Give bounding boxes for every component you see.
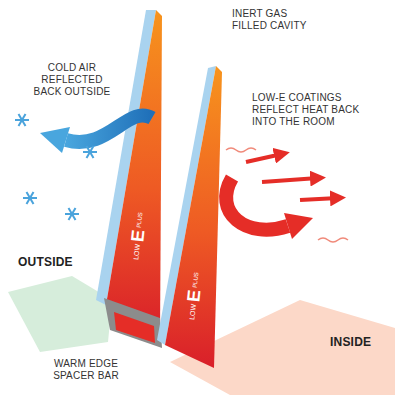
outside-ground	[8, 276, 112, 352]
spacer-bar	[104, 298, 162, 348]
feature-label: COLD AIR REFLECTED BACK OUTSIDE	[28, 62, 116, 98]
outer-pane	[106, 10, 162, 335]
logo-text: E	[184, 289, 203, 303]
snowflake-stroke	[27, 192, 34, 204]
heat-ray	[246, 154, 282, 162]
snowflake-stroke	[87, 146, 94, 158]
snowflake-stroke	[69, 208, 76, 220]
heat-ray	[262, 178, 318, 182]
cold-air-arrowhead	[40, 127, 70, 153]
snowflake-stroke	[19, 114, 26, 126]
side-label: INSIDE	[330, 336, 371, 348]
cold-air-arrow	[66, 115, 152, 142]
logo-text: LOW	[132, 243, 141, 260]
snowflake-stroke	[69, 208, 76, 220]
heat-arrowhead	[284, 213, 313, 239]
feature-label: WARM EDGE SPACER BAR	[46, 358, 126, 382]
heat-wave	[226, 148, 256, 152]
side-label: OUTSIDE	[18, 256, 73, 268]
inner-pane	[165, 66, 222, 368]
spacer-warm-edge	[114, 312, 155, 343]
snowflake-stroke	[87, 146, 94, 158]
heat-wave	[318, 238, 348, 242]
logo-text: LOW	[188, 303, 197, 320]
snowflake-stroke	[19, 114, 26, 126]
snowflake-stroke	[27, 192, 34, 204]
heat-ray	[300, 198, 338, 200]
snowflakes	[15, 114, 97, 220]
logo-text: PLUS	[192, 272, 200, 288]
feature-label: INERT GAS FILLED CAVITY	[232, 8, 314, 32]
heat-arrow	[226, 178, 288, 230]
logo-text: E	[128, 229, 147, 243]
logo-text: PLUS	[136, 212, 144, 228]
feature-label: LOW-E COATINGS REFLECT HEAT BACK INTO TH…	[252, 92, 362, 128]
